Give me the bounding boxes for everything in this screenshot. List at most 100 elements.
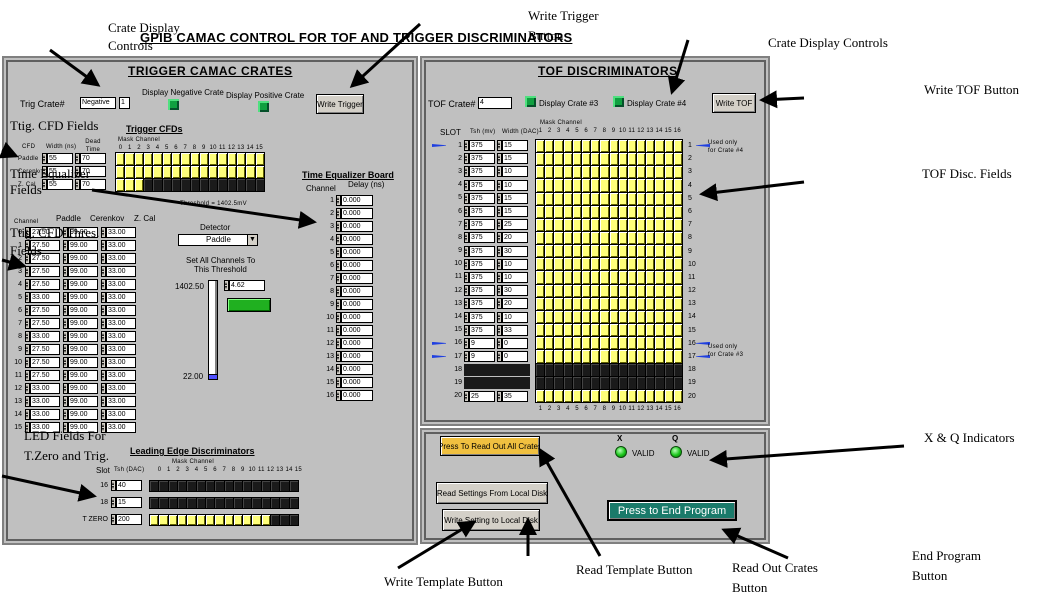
te-delay-field-value[interactable]: 0.000 [341, 247, 373, 258]
tof-mask-toggle[interactable] [536, 232, 545, 245]
tof-mask-toggle[interactable] [655, 258, 664, 271]
tof-mask-toggle[interactable] [637, 140, 646, 153]
tof-mask-toggle[interactable] [600, 271, 609, 284]
tof-mask-toggle[interactable] [600, 140, 609, 153]
tof-mask-toggle[interactable] [609, 310, 618, 324]
te-delay-field[interactable]: 0.000 [336, 364, 373, 375]
tof-mask-toggle[interactable] [563, 166, 572, 179]
tof-mask-toggle[interactable] [600, 192, 609, 205]
led-mask-toggle[interactable] [233, 480, 243, 491]
tof-mask-toggle[interactable] [646, 324, 655, 337]
tof-mask-toggle[interactable] [637, 232, 646, 245]
tof-mask-toggle[interactable] [600, 179, 609, 192]
thres-zcal-field[interactable]: 33.00 [101, 253, 136, 264]
tof-mask-toggle[interactable] [572, 337, 581, 350]
tof-mask-toggle[interactable] [637, 205, 646, 218]
tof-mask-toggle[interactable] [646, 205, 655, 218]
tof-mask-toggle[interactable] [591, 140, 600, 153]
tof-mask-toggle[interactable] [637, 192, 646, 205]
tof-mask-toggle[interactable] [618, 245, 627, 258]
thres-paddle-field-value[interactable]: 33.00 [30, 422, 60, 433]
tof-mask-toggle[interactable] [600, 389, 609, 402]
thres-zcal-field-spin-icon[interactable] [101, 331, 106, 342]
tof-mask-toggle[interactable] [572, 363, 581, 376]
led-mask-toggle[interactable] [187, 514, 196, 525]
cfd-mask-toggle[interactable] [246, 179, 255, 191]
thres-zcal-field-value[interactable]: 33.00 [106, 305, 136, 316]
thres-cerenkov-field-spin-icon[interactable] [63, 292, 68, 303]
tof-mask-toggle[interactable] [600, 245, 609, 258]
thres-cerenkov-field-value[interactable]: 99.00 [68, 240, 98, 251]
tof-width-field-value[interactable]: 10 [502, 166, 528, 178]
tof-width-field[interactable]: 10 [497, 258, 528, 270]
tof-mask-toggle[interactable] [581, 258, 591, 271]
thres-cerenkov-field-spin-icon[interactable] [63, 253, 68, 264]
thres-paddle-field[interactable]: 33.00 [25, 422, 60, 433]
tof-mask-toggle[interactable] [618, 218, 627, 232]
cfd-mask-toggle[interactable] [171, 166, 181, 178]
tof-mask-toggle[interactable] [554, 153, 563, 166]
tof-mask-toggle[interactable] [673, 389, 682, 402]
tof-tsh-field[interactable]: 25 [464, 390, 495, 402]
tof-width-field-value[interactable]: 15 [502, 206, 528, 218]
cfd-dead-field-value[interactable]: 70 [80, 153, 106, 164]
tof-mask-toggle[interactable] [618, 350, 627, 363]
tof-tsh-field-spin-icon[interactable] [464, 258, 469, 270]
thres-paddle-field[interactable]: 33.00 [25, 383, 60, 394]
tof-mask-toggle[interactable] [591, 337, 600, 350]
tof-mask-toggle[interactable] [591, 284, 600, 297]
tof-mask-toggle[interactable] [554, 324, 563, 337]
tof-mask-toggle[interactable] [627, 324, 637, 337]
tof-mask-toggle[interactable] [673, 271, 682, 284]
thres-cerenkov-field-value[interactable]: 99.00 [68, 370, 98, 381]
tof-mask-toggle[interactable] [618, 166, 627, 179]
tof-mask-toggle[interactable] [545, 153, 554, 166]
te-delay-field-value[interactable]: 0.000 [341, 325, 373, 336]
thres-zcal-field-spin-icon[interactable] [101, 422, 106, 433]
tof-mask-toggle[interactable] [554, 245, 563, 258]
tof-tsh-field-spin-icon[interactable] [464, 153, 469, 165]
thres-cerenkov-field-value[interactable]: 99.00 [68, 409, 98, 420]
te-delay-field-value[interactable]: 0.000 [341, 286, 373, 297]
tof-mask-toggle[interactable] [609, 389, 618, 402]
cfd-mask-toggle[interactable] [246, 153, 255, 165]
tof-mask-toggle[interactable] [609, 245, 618, 258]
tof-mask-toggle[interactable] [572, 192, 581, 205]
thres-zcal-field[interactable]: 33.00 [101, 227, 136, 238]
te-delay-field-value[interactable]: 0.000 [341, 273, 373, 284]
tof-mask-toggle[interactable] [591, 324, 600, 337]
tof-width-field[interactable]: 35 [497, 390, 528, 402]
tof-mask-toggle[interactable] [637, 310, 646, 324]
thres-zcal-field-value[interactable]: 33.00 [106, 318, 136, 329]
te-delay-field-spin-icon[interactable] [336, 364, 341, 375]
led-tsh-field[interactable]: 200 [111, 514, 142, 525]
cfd-mask-toggle[interactable] [162, 179, 171, 191]
tof-width-field-value[interactable]: 25 [502, 219, 528, 231]
led-mask-toggle[interactable] [150, 497, 159, 508]
tof-mask-toggle[interactable] [609, 258, 618, 271]
tof-tsh-field-value[interactable]: 375 [469, 285, 495, 297]
tof-mask-toggle[interactable] [627, 179, 637, 192]
cfd-mask-toggle[interactable] [125, 153, 134, 165]
tof-mask-toggle[interactable] [591, 166, 600, 179]
thres-paddle-field[interactable]: 27.50 [25, 266, 60, 277]
thres-zcal-field[interactable]: 33.00 [101, 331, 136, 342]
tof-mask-toggle[interactable] [563, 376, 572, 389]
tof-mask-toggle[interactable] [655, 284, 664, 297]
tof-mask-toggle[interactable] [637, 153, 646, 166]
tof-mask-toggle[interactable] [572, 376, 581, 389]
thres-cerenkov-field-spin-icon[interactable] [63, 357, 68, 368]
trig-crate-select[interactable]: Negative [80, 97, 116, 109]
tof-mask-toggle[interactable] [536, 363, 545, 376]
tof-width-field-spin-icon[interactable] [497, 324, 502, 336]
thres-zcal-field[interactable]: 33.00 [101, 266, 136, 277]
thres-zcal-field-value[interactable]: 33.00 [106, 253, 136, 264]
tof-mask-toggle[interactable] [554, 284, 563, 297]
tof-mask-toggle[interactable] [600, 297, 609, 310]
tof-tsh-field-spin-icon[interactable] [464, 324, 469, 336]
tof-mask-toggle[interactable] [627, 140, 637, 153]
tof-mask-toggle[interactable] [609, 179, 618, 192]
tof-mask-toggle[interactable] [646, 389, 655, 402]
tof-width-field-spin-icon[interactable] [497, 298, 502, 310]
tof-mask-toggle[interactable] [637, 389, 646, 402]
